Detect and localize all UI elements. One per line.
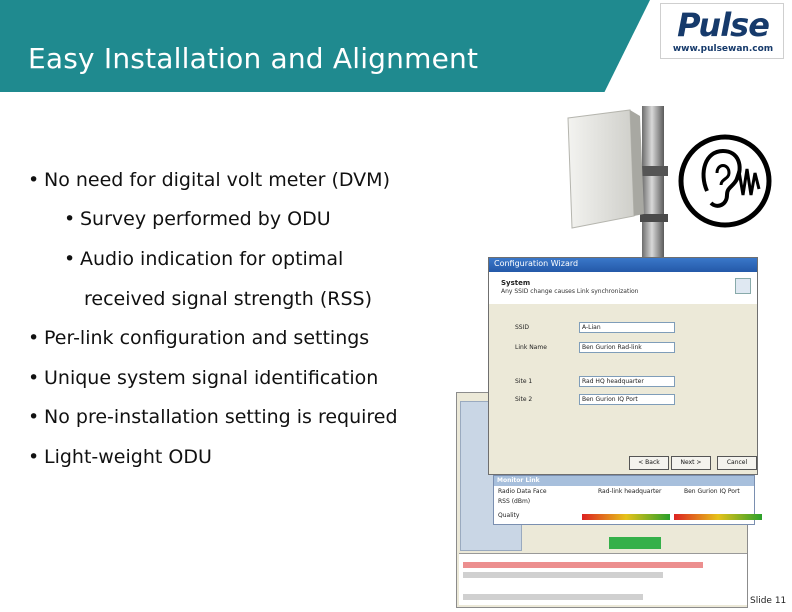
events-log [459, 553, 747, 605]
wizard-header [489, 272, 757, 304]
slide-header: Easy Installation and Alignment Pulse ww… [0, 0, 792, 92]
monitor-col-header: Ben Gurion IQ Port [684, 488, 740, 495]
bullet-item: •Unique system signal identification [28, 367, 379, 389]
pulse-logo: Pulse www.pulsewan.com [660, 3, 784, 59]
log-row [463, 562, 703, 568]
bullet-item: •No need for digital volt meter (DVM) [28, 169, 390, 191]
bullet-item-continuation: received signal strength (RSS) [84, 288, 372, 310]
site2-input[interactable]: Ben Gurion IQ Port [579, 394, 675, 405]
logo-wordmark: Pulse [677, 6, 770, 44]
log-row [463, 572, 663, 578]
cancel-button[interactable]: Cancel [717, 456, 757, 470]
wizard-section-label: System [501, 279, 531, 287]
configuration-wizard-window: Configuration Wizard System Any SSID cha… [488, 257, 758, 475]
monitor-link-panel: Monitor Link Radio Data Face Rad-link he… [493, 475, 762, 525]
monitor-title: Monitor Link [497, 477, 540, 484]
monitor-titlebar [494, 476, 754, 486]
monitor-col-header: Rad-link headquarter [598, 488, 662, 495]
rss-bar-site2 [674, 514, 762, 520]
link-name-label: Link Name [515, 344, 547, 351]
next-button[interactable]: Next > [671, 456, 711, 470]
site2-label: Site 2 [515, 396, 533, 403]
ssid-input[interactable]: A-Lian [579, 322, 675, 333]
monitor-icon [735, 278, 751, 294]
antenna-photo [567, 106, 668, 266]
status-button[interactable] [609, 537, 661, 549]
rss-bar-site1 [582, 514, 670, 520]
bullet-item: •Survey performed by ODU [64, 208, 331, 230]
wizard-title: Configuration Wizard [494, 259, 579, 268]
wizard-description: Any SSID change causes Link synchronizat… [501, 288, 639, 295]
monitor-row-label: Quality [498, 512, 520, 519]
site1-label: Site 1 [515, 378, 533, 385]
ssid-label: SSID [515, 324, 530, 331]
bullet-item: •No pre-installation setting is required [28, 406, 398, 428]
ear-audio-icon [678, 134, 772, 228]
bullet-item: •Light-weight ODU [28, 446, 212, 468]
wizard-titlebar [489, 258, 757, 272]
slide-number: Slide 11 [750, 596, 787, 606]
log-row [463, 594, 643, 600]
header-band [0, 0, 650, 92]
slide-title: Easy Installation and Alignment [28, 42, 479, 75]
monitor-col-header: Radio Data Face [498, 488, 547, 495]
bullet-item: •Per-link configuration and settings [28, 327, 370, 349]
site1-input[interactable]: Rad HQ headquarter [579, 376, 675, 387]
bullet-item: •Audio indication for optimal [64, 248, 344, 270]
link-name-input[interactable]: Ben Gurion Rad-link [579, 342, 675, 353]
logo-url: www.pulsewan.com [672, 44, 774, 54]
back-button[interactable]: < Back [629, 456, 669, 470]
monitor-row-label: RSS (dBm) [498, 498, 531, 505]
